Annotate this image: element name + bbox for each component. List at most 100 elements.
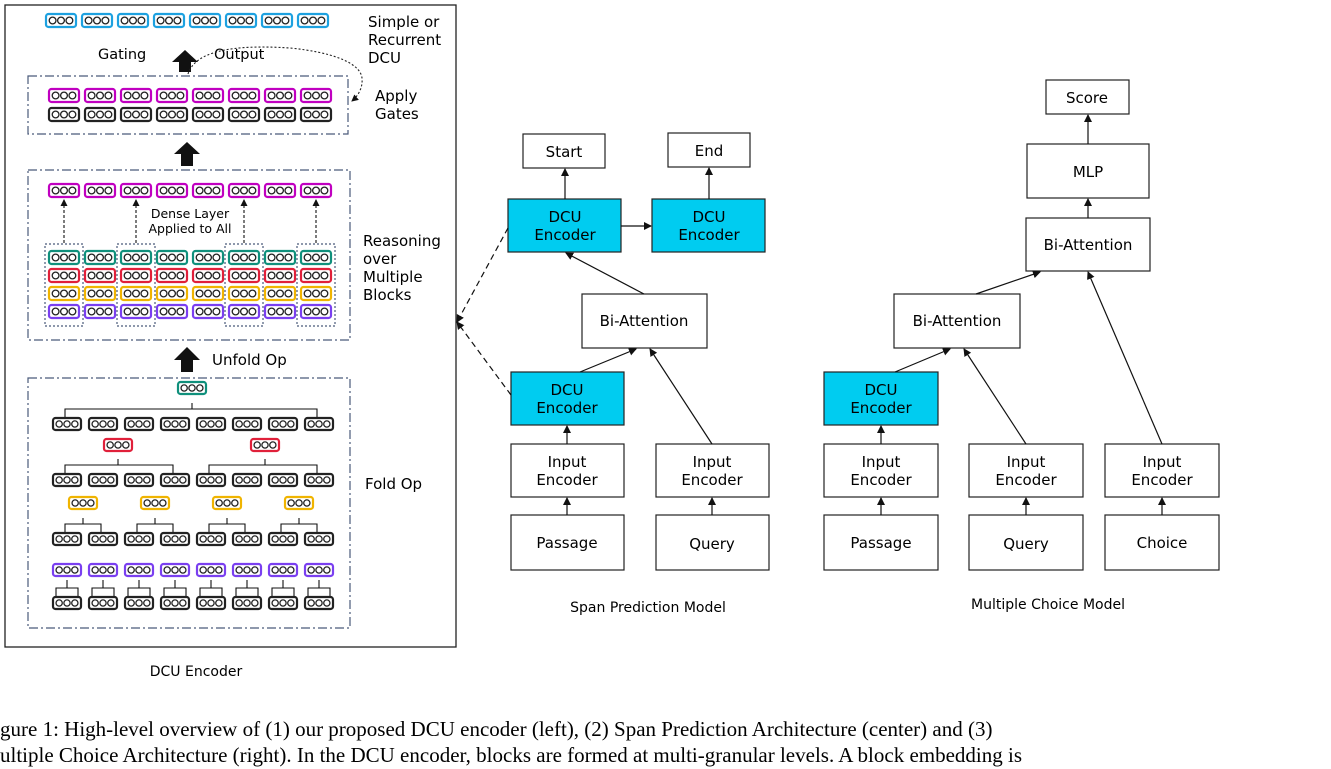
vector-glyph — [159, 562, 191, 578]
vector-glyph — [191, 249, 225, 266]
vector-glyph — [303, 531, 335, 547]
fold-bracket — [280, 518, 318, 533]
text-line: Encoder — [536, 471, 598, 489]
unfold-label: Unfold Op — [212, 351, 287, 369]
vector-glyph — [267, 562, 299, 578]
vector-glyph — [299, 106, 333, 123]
vector-glyph — [227, 303, 261, 320]
black-vector-row — [47, 106, 333, 123]
text-line: Input — [548, 453, 587, 471]
fold-bracket — [136, 518, 174, 533]
fold-bracket — [127, 580, 151, 597]
vector-glyph — [231, 416, 263, 432]
vector-glyph — [249, 437, 281, 453]
vector-glyph — [267, 472, 299, 488]
fold-bracket — [64, 403, 318, 418]
vector-glyph — [87, 531, 119, 547]
vector-glyph — [47, 249, 81, 266]
span-title: Span Prediction Model — [570, 600, 726, 616]
vector-glyph — [67, 495, 99, 511]
mc-input-encoder-1-box — [823, 443, 939, 498]
vector-glyph — [87, 416, 119, 432]
vector-glyph — [263, 267, 297, 284]
vector-glyph — [119, 106, 153, 123]
vector-glyph — [195, 531, 227, 547]
fold-bracket — [271, 580, 295, 597]
vector-glyph — [47, 285, 81, 302]
mc-title: Multiple Choice Model — [971, 597, 1125, 613]
vector-glyph — [227, 285, 261, 302]
vector-glyph — [176, 380, 208, 396]
text-line: DCU — [368, 49, 401, 67]
vector-glyph — [231, 562, 263, 578]
vector-glyph — [51, 416, 83, 432]
vector-glyph — [299, 182, 333, 199]
text-line: Multiple — [363, 268, 423, 286]
vector-glyph — [191, 106, 225, 123]
apply-gates-block — [27, 75, 349, 135]
text-line: Encoder — [850, 471, 912, 489]
span-input-encoder-2-box — [655, 443, 770, 498]
mc-edge-choice-top — [1087, 271, 1163, 445]
dashed-link-lower — [456, 321, 512, 396]
vector-glyph — [195, 562, 227, 578]
vector-glyph — [227, 182, 261, 199]
vector-glyph — [47, 106, 81, 123]
vector-glyph — [303, 595, 335, 611]
mc-edge-biatt-top — [975, 270, 1041, 295]
vector-glyph — [155, 285, 189, 302]
text-line: Blocks — [363, 286, 412, 304]
vector-glyph — [191, 267, 225, 284]
vector-glyph — [87, 595, 119, 611]
vector-glyph — [155, 303, 189, 320]
vector-glyph — [83, 249, 117, 266]
text-line: Encoder — [1131, 471, 1193, 489]
magenta-output-row — [47, 182, 333, 199]
dcu-encoder-start-box — [507, 198, 622, 253]
dcu-encoder-end-box — [651, 198, 766, 253]
start-label: Start — [546, 143, 583, 161]
span-biattention-box — [581, 293, 708, 349]
vector-glyph — [83, 303, 117, 320]
vector-glyph — [119, 249, 153, 266]
vector-glyph — [159, 531, 191, 547]
fold-tree — [51, 380, 335, 611]
edge-biatt-dcu — [565, 252, 645, 295]
start-box — [522, 133, 606, 169]
vector-glyph — [44, 12, 78, 29]
vector-glyph — [119, 267, 153, 284]
text-line: Reasoning — [363, 232, 441, 250]
dense-arrows — [60, 199, 320, 243]
edge-dcu-biatt — [579, 347, 637, 373]
vector-glyph — [195, 416, 227, 432]
text-line: Applied to All — [149, 221, 232, 236]
vector-glyph — [155, 87, 189, 104]
vector-glyph — [227, 87, 261, 104]
vector-glyph — [211, 495, 243, 511]
mc-input-encoder-2-box — [968, 443, 1084, 498]
vector-glyph — [299, 303, 333, 320]
fold-bracket — [208, 518, 246, 533]
vector-glyph — [231, 531, 263, 547]
vector-glyph — [83, 182, 117, 199]
fold-bracket — [199, 580, 223, 597]
vector-glyph — [123, 595, 155, 611]
gating-label: Gating — [98, 47, 146, 63]
mc-passage-box — [823, 514, 939, 571]
vector-glyph — [47, 182, 81, 199]
mc-choice-box — [1104, 514, 1220, 571]
mc-query-label: Query — [1003, 535, 1049, 553]
edge-input-biatt — [649, 348, 713, 445]
passage-box — [510, 514, 625, 571]
vector-glyph — [224, 12, 258, 29]
vector-glyph — [51, 531, 83, 547]
curved-gate-arrow — [187, 46, 363, 102]
vector-glyph — [159, 416, 191, 432]
mc-query-box — [968, 514, 1084, 571]
